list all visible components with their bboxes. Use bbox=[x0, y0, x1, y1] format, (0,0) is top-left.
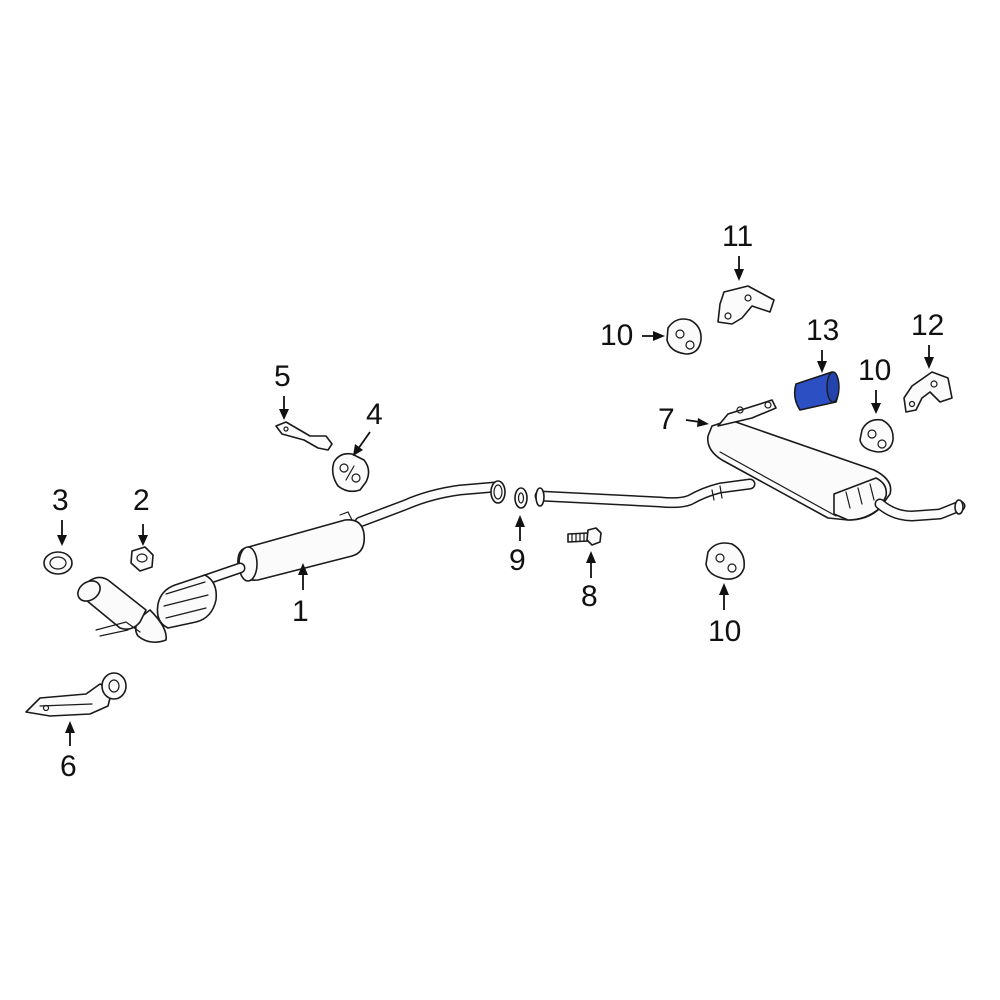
part-12-bracket bbox=[903, 371, 953, 413]
part-13-exhaust-tip bbox=[793, 371, 840, 411]
callout-10-top: 10 bbox=[600, 319, 634, 352]
part-4-insulator bbox=[331, 452, 370, 493]
callout-12: 12 bbox=[911, 309, 945, 342]
part-2-nut bbox=[130, 546, 154, 572]
callout-5: 5 bbox=[274, 360, 291, 393]
part-6-bracket bbox=[25, 672, 127, 717]
part-3-gasket bbox=[43, 551, 73, 575]
part-11-bracket bbox=[717, 285, 775, 325]
callout-13: 13 bbox=[806, 314, 840, 347]
callout-8: 8 bbox=[581, 580, 598, 613]
callout-10-bottom: 10 bbox=[708, 615, 742, 648]
part-5-bracket bbox=[275, 421, 333, 451]
part-1-front-pipe bbox=[77, 480, 506, 644]
callout-2: 2 bbox=[133, 484, 150, 517]
callout-6: 6 bbox=[60, 750, 77, 783]
leader-lines bbox=[57, 256, 934, 746]
callout-10-right: 10 bbox=[858, 354, 892, 387]
part-8-bolt bbox=[567, 527, 602, 546]
callout-7: 7 bbox=[658, 403, 675, 436]
part-9-gasket bbox=[514, 487, 528, 509]
callout-9: 9 bbox=[509, 544, 526, 577]
part-10-insulator-bottom bbox=[705, 542, 746, 580]
part-7-muffler bbox=[534, 399, 966, 522]
callout-1: 1 bbox=[292, 595, 309, 628]
part-10-insulator-top bbox=[666, 318, 702, 355]
callout-11: 11 bbox=[722, 220, 754, 253]
part-10-insulator-right bbox=[859, 418, 894, 453]
callout-3: 3 bbox=[52, 484, 69, 517]
callout-4: 4 bbox=[366, 398, 383, 431]
